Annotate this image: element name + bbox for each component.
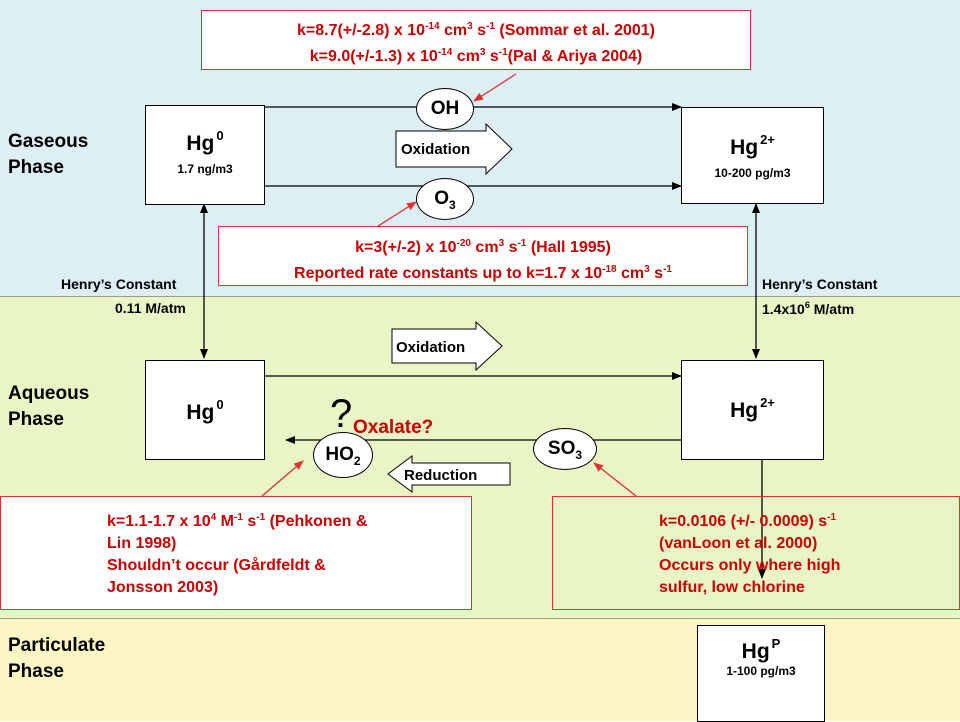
oh-rate-line-1: k=8.7(+/-2.8) x 10-14 cm3 s-1 (Sommar et… <box>296 21 655 39</box>
ho2-rate-line-1: k=1.1-1.7 x 104 M-1 s-1 (Pehkonen & <box>107 512 368 530</box>
aq-reduction-block-arrow <box>387 455 511 493</box>
oxalate-question-mark: ? <box>330 392 353 436</box>
o3-oxidant: O3 <box>416 178 474 220</box>
so3-rate-line-1: k=0.0106 (+/- 0.0009) s-1 <box>659 512 837 530</box>
ho2-rate-line-4: Jonsson 2003) <box>107 579 219 596</box>
particulate-hgp-concentration: 1-100 pg/m3 <box>726 664 796 678</box>
oh-rate-line-2: k=9.0(+/-1.3) x 10-14 cm3 s-1(Pal & Ariy… <box>309 47 643 65</box>
gas-hg2-concentration: 10-200 pg/m3 <box>714 166 791 180</box>
henry-left-value: 0.11 M/atm <box>115 300 186 316</box>
ho2-rate-line-3: Shouldn’t occur (Gårdfeldt & <box>107 557 326 574</box>
henry-left-title: Henry’s Constant <box>61 276 177 292</box>
o3-rate-constant-box: k=3(+/-2) x 10-20 cm3 s-1 (Hall 1995) Re… <box>218 226 748 286</box>
o3-rate-line-1: k=3(+/-2) x 10-20 cm3 s-1 (Hall 1995) <box>355 238 611 256</box>
so3-rate-line-3: Occurs only where high <box>659 557 841 574</box>
oh-rate-constant-box: k=8.7(+/-2.8) x 10-14 cm3 s-1 (Sommar et… <box>201 10 751 70</box>
so3-rate-line-4: sulfur, low chlorine <box>659 579 805 596</box>
so3-rate-line-2: (vanLoon et al. 2000) <box>659 535 818 552</box>
henry-right-value: 1.4x106 M/atm <box>762 300 855 317</box>
ho2-rate-constant-box: k=1.1-1.7 x 104 M-1 s-1 (Pehkonen & Lin … <box>0 496 472 610</box>
ho2-reductant: HO2 <box>313 432 373 478</box>
aq-oxidation-block-arrow <box>391 320 503 372</box>
ho2-rate-line-2: Lin 1998) <box>107 535 177 552</box>
oxalate-label: Oxalate? <box>353 417 434 438</box>
gas-hg0-concentration: 1.7 ng/m3 <box>177 162 233 176</box>
so3-rate-constant-box: k=0.0106 (+/- 0.0009) s-1 (vanLoon et al… <box>552 496 960 610</box>
o3-rate-line-2: Reported rate constants up to k=1.7 x 10… <box>294 264 672 282</box>
gas-oxidation-block-arrow <box>395 122 513 176</box>
aq-oxidation-label: Oxidation <box>396 339 466 356</box>
gas-oxidation-label: Oxidation <box>401 141 471 158</box>
oh-oxidant: OH <box>416 88 474 130</box>
so3-reductant: SO3 <box>533 428 597 470</box>
henry-right-title: Henry’s Constant <box>762 276 878 292</box>
aq-reduction-label: Reduction <box>404 467 478 484</box>
